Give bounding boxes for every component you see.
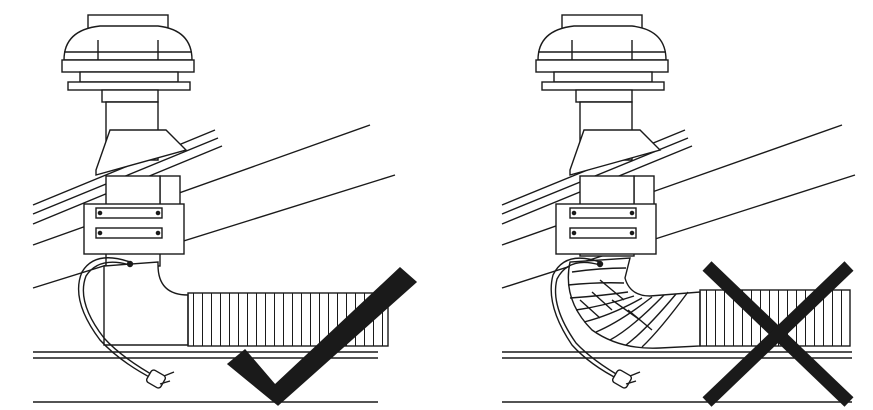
rigid-elbow <box>103 261 189 346</box>
roof-fan-housing <box>61 14 195 91</box>
panel-correct <box>32 14 418 406</box>
flexible-bent-duct <box>567 257 701 349</box>
power-cord <box>550 257 624 381</box>
power-plug-icon <box>611 369 641 389</box>
panel-incorrect <box>501 14 856 407</box>
mounting-bracket <box>555 203 657 255</box>
power-cord <box>77 257 159 381</box>
roof-lines <box>501 124 856 289</box>
x-mark-icon <box>702 261 854 407</box>
power-plug-icon <box>145 369 175 389</box>
check-mark-icon <box>226 267 418 406</box>
roof-fan-housing <box>535 14 669 91</box>
mounting-bracket <box>83 203 185 255</box>
